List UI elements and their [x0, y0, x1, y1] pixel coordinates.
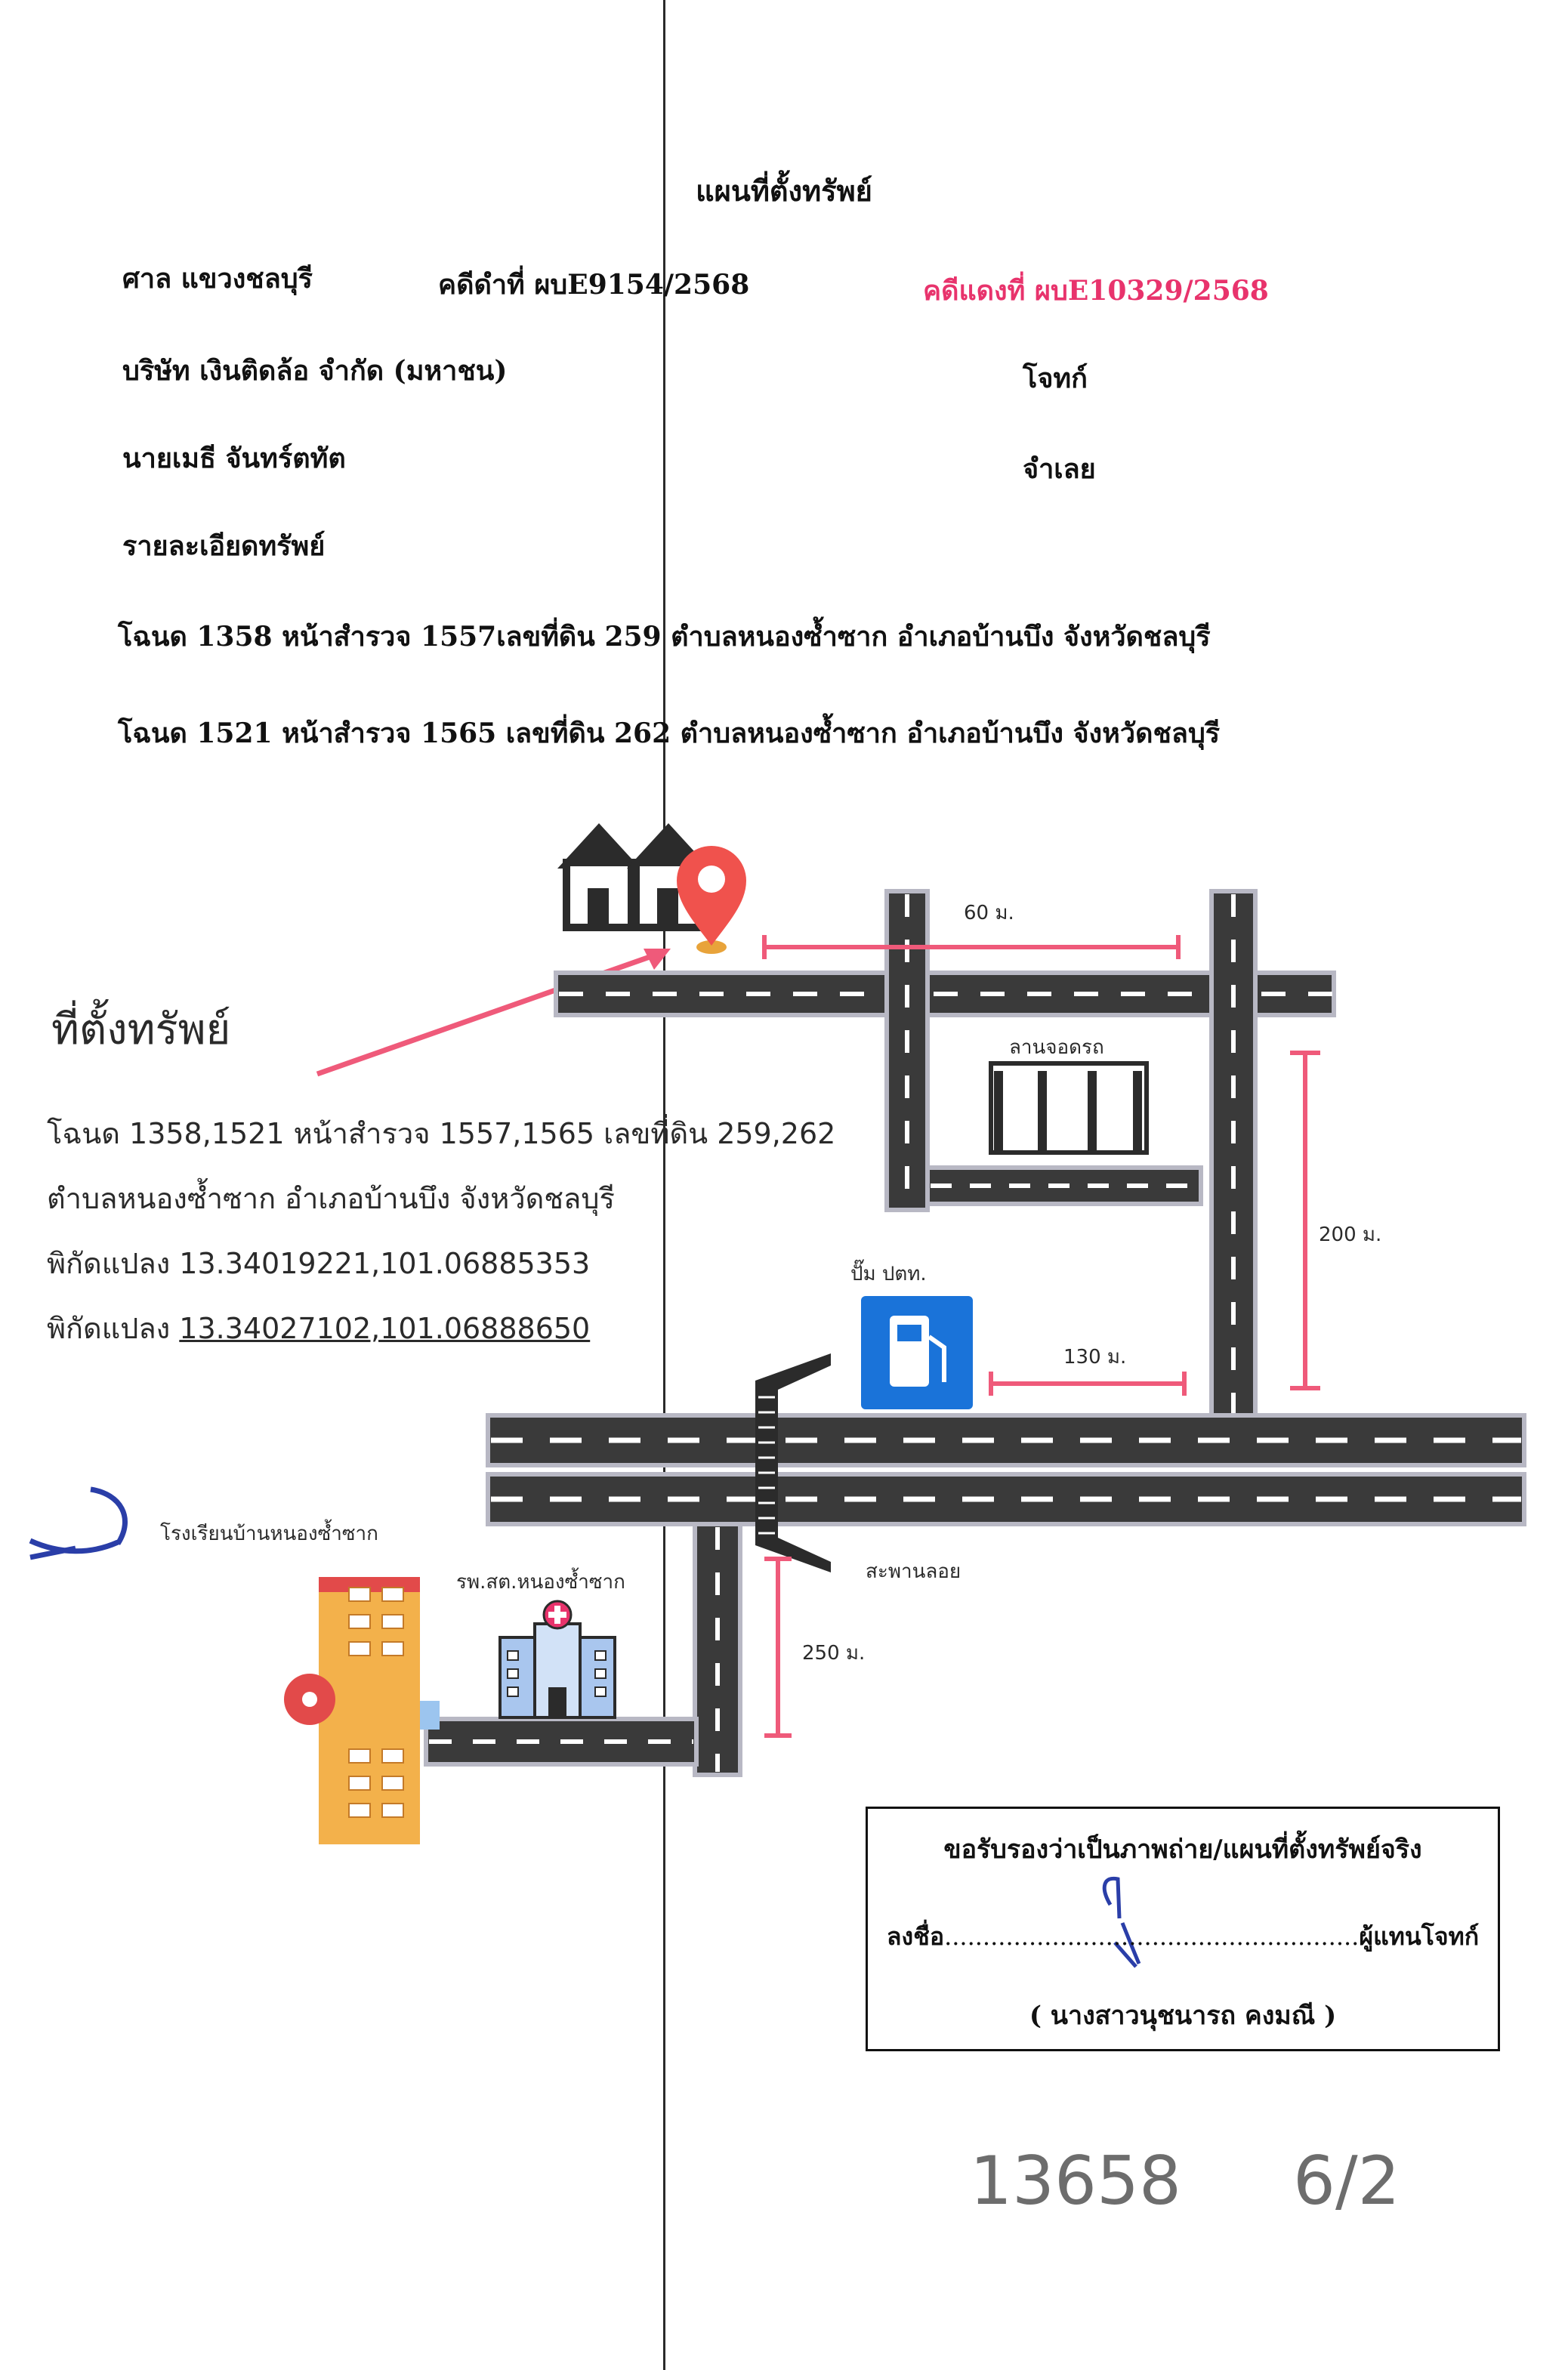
red-case-number: คดีแดงที่ ผบE10329/2568 — [923, 275, 1269, 307]
coordinates-line-2: พิกัดแปลง 13.34027102,101.06888650 — [47, 1305, 590, 1351]
fold-line — [663, 0, 665, 2370]
main-road-upper — [486, 1413, 1526, 1467]
road-top — [554, 971, 1336, 1017]
road-right-vertical — [1209, 889, 1258, 1421]
signature-dots: ........................................… — [944, 1922, 1360, 1951]
certification-box: ขอรับรองว่าเป็นภาพถ่าย/แผนที่ตั้งทรัพย์จ… — [866, 1807, 1500, 2051]
black-case-number: คดีดำที่ ผบE9154/2568 — [438, 269, 750, 301]
deed-line-2: โฉนด 1521 หน้าสำรวจ 1565 เลขที่ดิน 262 ต… — [118, 717, 1221, 749]
location-line-1: โฉนด 1358,1521 หน้าสำรวจ 1557,1565 เลขที… — [47, 1117, 836, 1150]
parking-lot-label: ลานจอดรถ — [1009, 1036, 1104, 1059]
handwritten-page: 6/2 — [1293, 2142, 1400, 2220]
footbridge-label: สะพานลอย — [866, 1560, 961, 1583]
signature-suffix: ผู้แทนโจทก์ — [1359, 1922, 1480, 1951]
gas-station-icon — [861, 1296, 973, 1409]
road-south-vertical — [693, 1522, 742, 1777]
page-title: แผนที่ตั้งทรัพย์ — [696, 174, 872, 208]
court-name: ศาล แขวงชลบุรี — [122, 263, 313, 295]
signer-name: ( นางสาวนุชนารถ คงมณี ) — [1029, 2001, 1337, 2031]
coordinates-prefix: พิกัดแปลง — [47, 1312, 180, 1345]
deed-line-1: โฉนด 1358 หน้าสำรวจ 1557เลขที่ดิน 259 ตำ… — [118, 621, 1211, 653]
defendant-name: นายเมธี จันทร์ตทัต — [122, 443, 346, 474]
signature-scribble — [1102, 1876, 1141, 1968]
defendant-role: จำเลย — [1023, 453, 1096, 485]
signature-prefix: ลงชื่อ — [886, 1922, 945, 1951]
arrowhead-icon — [644, 949, 671, 970]
signature-line: ลงชื่อ..................................… — [868, 1918, 1498, 1956]
ink-arrow-scribble — [29, 1486, 128, 1560]
school-building-icon — [284, 1577, 440, 1844]
coordinates-line-1: พิกัดแปลง 13.34019221,101.06885353 — [47, 1247, 591, 1280]
road-parking-access — [925, 1165, 1203, 1206]
distance-label-60: 60 ม. — [964, 902, 1014, 924]
certification-statement: ขอรับรองว่าเป็นภาพถ่าย/แผนที่ตั้งทรัพย์จ… — [943, 1835, 1422, 1865]
school-label: โรงเรียนบ้านหนองซ้ำซาก — [160, 1523, 378, 1545]
road-left-vertical — [884, 889, 930, 1212]
parking-lot-icon — [989, 1061, 1149, 1155]
distance-label-130: 130 ม. — [1063, 1346, 1127, 1369]
distance-marker-60 — [762, 935, 1181, 959]
distance-label-250: 250 ม. — [802, 1642, 866, 1665]
location-line-2: ตำบลหนองซ้ำซาก อำเภอบ้านบึง จังหวัดชลบุร… — [47, 1182, 615, 1215]
plaintiff-name: บริษัท เงินติดล้อ จำกัด (มหาชน) — [122, 355, 508, 387]
distance-marker-200 — [1290, 1051, 1320, 1390]
footbridge-icon — [755, 1353, 831, 1572]
gas-station-label: ปั๊ม ปตท. — [850, 1263, 927, 1285]
hospital-icon — [498, 1600, 616, 1719]
distance-label-200: 200 ม. — [1319, 1224, 1382, 1246]
coordinates-value: 13.34027102,101.06888650 — [179, 1312, 591, 1345]
distance-marker-130 — [989, 1372, 1187, 1396]
distance-marker-250 — [764, 1557, 792, 1738]
road-south-branch — [424, 1717, 699, 1767]
location-pin-icon — [677, 846, 746, 954]
details-heading: รายละเอียดทรัพย์ — [122, 530, 326, 562]
hospital-label: รพ.สต.หนองซ้ำซาก — [456, 1571, 625, 1594]
location-title: ที่ตั้งทรัพย์ — [51, 1005, 231, 1054]
handwritten-number: 13658 — [970, 2142, 1181, 2220]
plaintiff-role: โจทก์ — [1023, 363, 1088, 394]
main-road-lower — [486, 1472, 1526, 1526]
